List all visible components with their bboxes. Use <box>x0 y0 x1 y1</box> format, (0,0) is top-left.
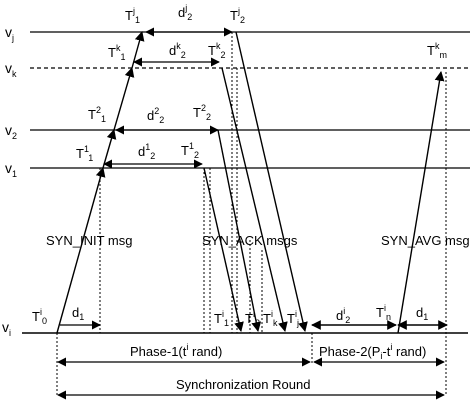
syn-ack-arrow-vk <box>221 67 288 332</box>
syn-ack-arrow-v2 <box>217 129 262 332</box>
label-t-k-2: Tk2 <box>208 41 225 60</box>
label-d-k-2: dk2 <box>169 41 186 60</box>
label-vi: vi <box>2 319 11 338</box>
label-d-2-2: d22 <box>147 106 164 125</box>
label-t-i-0: Ti0 <box>32 307 47 326</box>
syn-init-arrow-vk <box>113 67 135 131</box>
label-d1-left: d1 <box>72 305 84 322</box>
label-d-1-2: d12 <box>138 142 155 161</box>
syn-init-arrow-v2 <box>102 129 117 169</box>
syn-init-arrow-v1 <box>56 167 106 334</box>
label-t-i-j: Tij <box>287 309 299 328</box>
syn-ack-arrow-v1 <box>203 167 244 332</box>
label-d-i-2: di2 <box>336 306 350 325</box>
label-t-j-2: Tj2 <box>230 6 245 25</box>
label-t-i-k: Tik <box>263 309 278 328</box>
label-t-1-2: T12 <box>181 141 199 160</box>
label-syn-avg: SYN_AVG msg <box>381 233 470 248</box>
label-t-i-1: Ti1 <box>214 309 229 328</box>
label-t-k-1: Tk1 <box>108 43 125 62</box>
label-v1: v1 <box>5 160 17 179</box>
label-t-1-1: T11 <box>76 144 93 163</box>
label-t-2-2: T22 <box>193 103 211 122</box>
label-phase2: Phase-2(Pi-ti rand) <box>319 342 426 361</box>
label-syn-ack: SYN_ACK msgs <box>202 233 298 248</box>
label-t-2-1: T21 <box>88 105 106 124</box>
syn-ack-arrow-vj <box>235 31 308 332</box>
label-vk: vk <box>5 60 17 79</box>
label-t-j-1: Tj1 <box>125 6 140 25</box>
label-d-j-2: dj2 <box>178 3 192 22</box>
label-t-k-m: Tkm <box>427 41 447 60</box>
syn-avg-arrow-vk <box>397 71 445 334</box>
label-t-i-n: Tin <box>376 303 391 322</box>
label-t-i-2: Ti2 <box>245 309 260 328</box>
label-sync-round: Synchronization Round <box>176 377 310 392</box>
label-phase1: Phase-1(ti rand) <box>130 342 222 359</box>
label-vj: vj <box>5 24 14 43</box>
label-v2: v2 <box>5 122 17 141</box>
label-syn-init: SYN_INIT msg <box>46 233 132 248</box>
label-d1-right: d1 <box>416 305 428 322</box>
